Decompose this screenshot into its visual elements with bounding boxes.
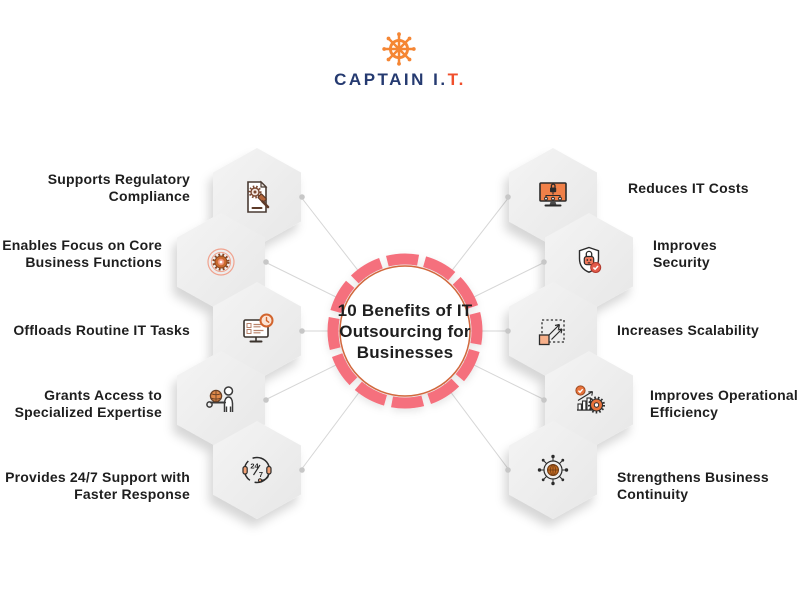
benefit-label-business-continuity: Strengthens Business Continuity	[617, 469, 769, 502]
reduces-it-costs-icon	[539, 182, 567, 207]
benefit-label-operational-efficiency: Improves Operational Efficiency	[650, 387, 798, 420]
benefit-label-improves-security: Improves Security	[653, 237, 717, 270]
regulatory-compliance-icon	[247, 180, 270, 213]
benefit-label-reduces-it-costs: Reduces IT Costs	[628, 180, 749, 196]
center-title-line-1: 10 Benefits of IT	[337, 301, 473, 320]
routine-it-tasks-icon	[243, 313, 274, 343]
center-title: 10 Benefits of IT Outsourcing for Busine…	[315, 300, 495, 363]
center-title-line-2: Outsourcing for	[339, 322, 471, 341]
benefit-label-routine-it-tasks: Offloads Routine IT Tasks	[13, 322, 190, 338]
operational-efficiency-icon	[575, 385, 606, 414]
benefit-label-specialized-expertise: Grants Access to Specialized Expertise	[14, 387, 162, 420]
benefit-label-regulatory-compliance: Supports Regulatory Compliance	[47, 171, 190, 204]
hexagon-left-4	[177, 351, 265, 449]
increases-scalability-icon	[538, 319, 565, 346]
benefit-label-increases-scalability: Increases Scalability	[617, 322, 759, 338]
center-dashed-ring	[327, 253, 483, 409]
connector-dots	[263, 194, 547, 473]
improves-security-icon	[578, 246, 602, 273]
ship-wheel-icon	[382, 32, 416, 66]
brand-name-accent: T.	[447, 70, 466, 89]
benefit-label-24-7-support: Provides 24/7 Support with Faster Respon…	[5, 469, 190, 502]
benefit-label-core-business-focus: Enables Focus on Core Business Functions	[2, 237, 162, 270]
center-inner-circle	[339, 265, 471, 397]
business-continuity-icon	[537, 454, 569, 486]
center-circle	[327, 253, 483, 409]
icon-text-24: 24	[250, 462, 259, 471]
icon-text-7: 7	[259, 470, 263, 479]
support-24-7-icon: 24 7	[242, 456, 272, 484]
specialized-expertise-icon	[206, 386, 234, 412]
core-business-focus-icon	[207, 248, 235, 276]
brand-name: CAPTAIN I.T.	[0, 70, 800, 90]
center-title-line-3: Businesses	[356, 343, 454, 362]
brand-name-primary: CAPTAIN I.	[334, 70, 448, 89]
